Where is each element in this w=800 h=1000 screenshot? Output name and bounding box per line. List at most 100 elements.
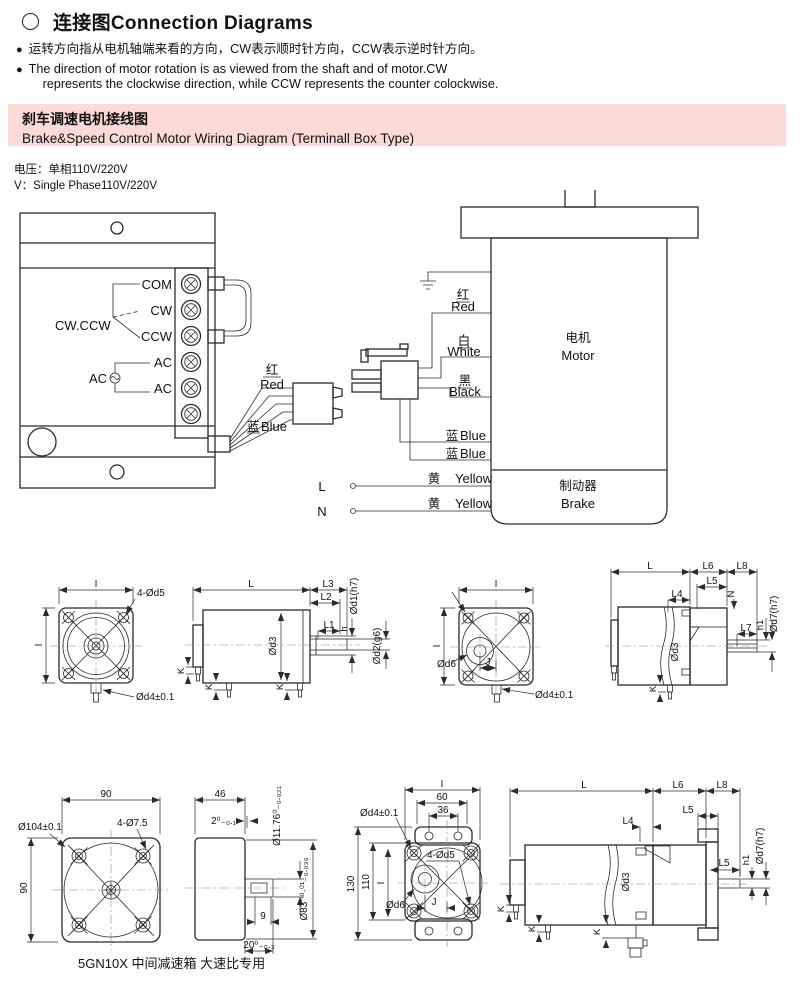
bolt-hole [70,847,88,865]
terminal-label-cw: CW [150,303,172,318]
wire-blue2-en: Blue [460,446,486,461]
svg-text:K: K [592,928,603,935]
svg-text:L: L [647,561,653,572]
note-en: ● The direction of motor rotation is as … [16,62,576,93]
dim-d3: Ød3 [621,872,632,891]
dim-L4: L4 [667,589,690,612]
svg-text:L8: L8 [736,561,748,572]
svg-text:Ød7(h7): Ød7(h7) [769,596,780,633]
svg-text:L: L [248,579,254,590]
dim-L6: L6 [690,561,727,576]
connector-socket [351,343,419,400]
svg-text:4-Ø7.5: 4-Ø7.5 [117,818,148,829]
drawing-geared-motor-side: L L6 L8 L5 L4 L5 h1 [496,780,770,958]
terminal-label-ac1: AC [154,355,172,370]
plug-red-zh: 红 [266,362,279,377]
svg-text:K: K [176,667,187,674]
svg-text:L8: L8 [716,780,728,791]
drawing-gearbox-side-46: 46 2⁰₋₀.₁ Ø11.76⁰₋₀.₀₂₁ Ø83⁻⁰·⁰¹₋₀.₀₃₆ 9… [185,786,317,955]
plug-red-en: Red [260,377,284,392]
mount-pin [195,666,201,682]
wire-yellowN-en: Yellow [455,496,493,511]
dim-9: 9 [246,897,280,926]
section-circle-icon [22,13,39,30]
wire-yellowL-en: Yellow [455,471,493,486]
ac-source-icon [109,372,121,384]
svg-text:Ø104±0.1: Ø104±0.1 [18,822,62,833]
dim-L6: L6 [653,780,706,795]
terminal-strip [174,267,209,439]
dim-L4: L4 [622,816,662,842]
svg-text:h1: h1 [755,620,766,631]
page-header: 连接图Connection Diagrams [22,8,313,35]
svg-text:h1: h1 [741,855,752,866]
svg-text:I: I [432,645,443,648]
plug-blue-zh: 蓝 [247,420,260,434]
drawing-flange-face-130: I 60 36 Ød4±0.1 130 110 I [346,779,488,947]
hole-leader [451,591,466,613]
svg-text:110: 110 [361,874,372,890]
ac-source-label: AC [89,371,107,386]
motor-wires [356,312,491,512]
motor-shaft-top [564,190,596,208]
dim-d7: Ød7(h7) [755,828,770,905]
bolt-hole [61,666,76,681]
terminal-screw [180,403,202,425]
svg-text:L6: L6 [702,561,714,572]
svg-text:4-Ød5: 4-Ød5 [137,588,165,599]
svg-text:K: K [204,683,215,690]
drawing-gearmotor-side: L L6 L8 L5 N L4 L7 h1 [605,561,780,703]
bolt-hole [517,611,531,625]
svg-text:46: 46 [214,789,226,800]
dim-d3: Ød3 [268,613,285,680]
wire-blue2-zh: 蓝 [446,447,459,461]
dim-90-top: 90 [61,789,161,834]
note-en-line2: represents the clockwise direction, whil… [42,77,499,92]
dim-d1176: Ø11.76⁰₋₀.₀₂₁ [272,786,304,915]
dim-h1: h1 [755,618,770,641]
dim-L2: L2 [310,592,341,634]
label-d4: Ød4±0.1 [360,808,412,849]
svg-text:Ø11.76⁰₋₀.₀₂₁: Ø11.76⁰₋₀.₀₂₁ [272,786,283,846]
dim-130: 130 [346,826,412,941]
svg-text:L7: L7 [740,623,752,634]
dim-L8: L8 [727,561,757,576]
wire-red-zh: 红 [457,287,470,302]
label-d6: Ød6 [437,654,468,670]
mount-pin [297,682,303,698]
dim-h1: h1 [741,855,770,900]
banner-title-zh: 刹车调速电机接线图 [22,111,148,127]
svg-text:Ød1(h7): Ød1(h7) [349,578,360,615]
wire-blue1-en: Blue [460,428,486,443]
dim-L7: L7 [736,623,757,646]
dim-d2: Ød2(g6) [347,621,390,669]
bullet-icon: ● [16,44,23,56]
ground-icon [420,271,491,290]
wire-black-zh: 黑 [459,374,472,388]
intro-notes: ● 运转方向指从电机轴端来看的方向，CW表示顺时针方向，CCW表示逆时针方向。 … [16,39,576,96]
controller-box: COM CW CCW AC AC CW.CCW AC [19,212,293,489]
dim-L5: L5 [696,576,727,609]
connector-plug: 红 Red 蓝 Blue [247,362,343,434]
terminal-screw [180,325,202,347]
dim-60: 60 [416,792,468,824]
dim-I-inner: I [376,849,392,917]
svg-text:I: I [95,579,98,590]
dim-L: L [192,579,311,621]
svg-text:90: 90 [19,882,30,894]
terminal-label-com: COM [142,277,172,292]
svg-text:Ød6: Ød6 [437,659,456,670]
dim-L5-upper: L5 [682,805,719,830]
line-L-label: L [318,479,325,494]
dim-90-left: 90 [19,837,58,943]
bolt-hole [70,916,88,934]
motor-flange [460,206,699,239]
svg-text:2⁰₋₀.₁: 2⁰₋₀.₁ [211,816,237,827]
svg-text:Ød4±0.1: Ød4±0.1 [360,808,399,819]
dim-d1: Ød1(h7) [316,578,360,673]
dim-46: 46 [194,789,246,834]
dim-K: K [648,674,666,703]
svg-text:Ød6: Ød6 [386,900,405,911]
terminal-dot-L [350,483,356,489]
dim-K1: K [496,894,513,923]
